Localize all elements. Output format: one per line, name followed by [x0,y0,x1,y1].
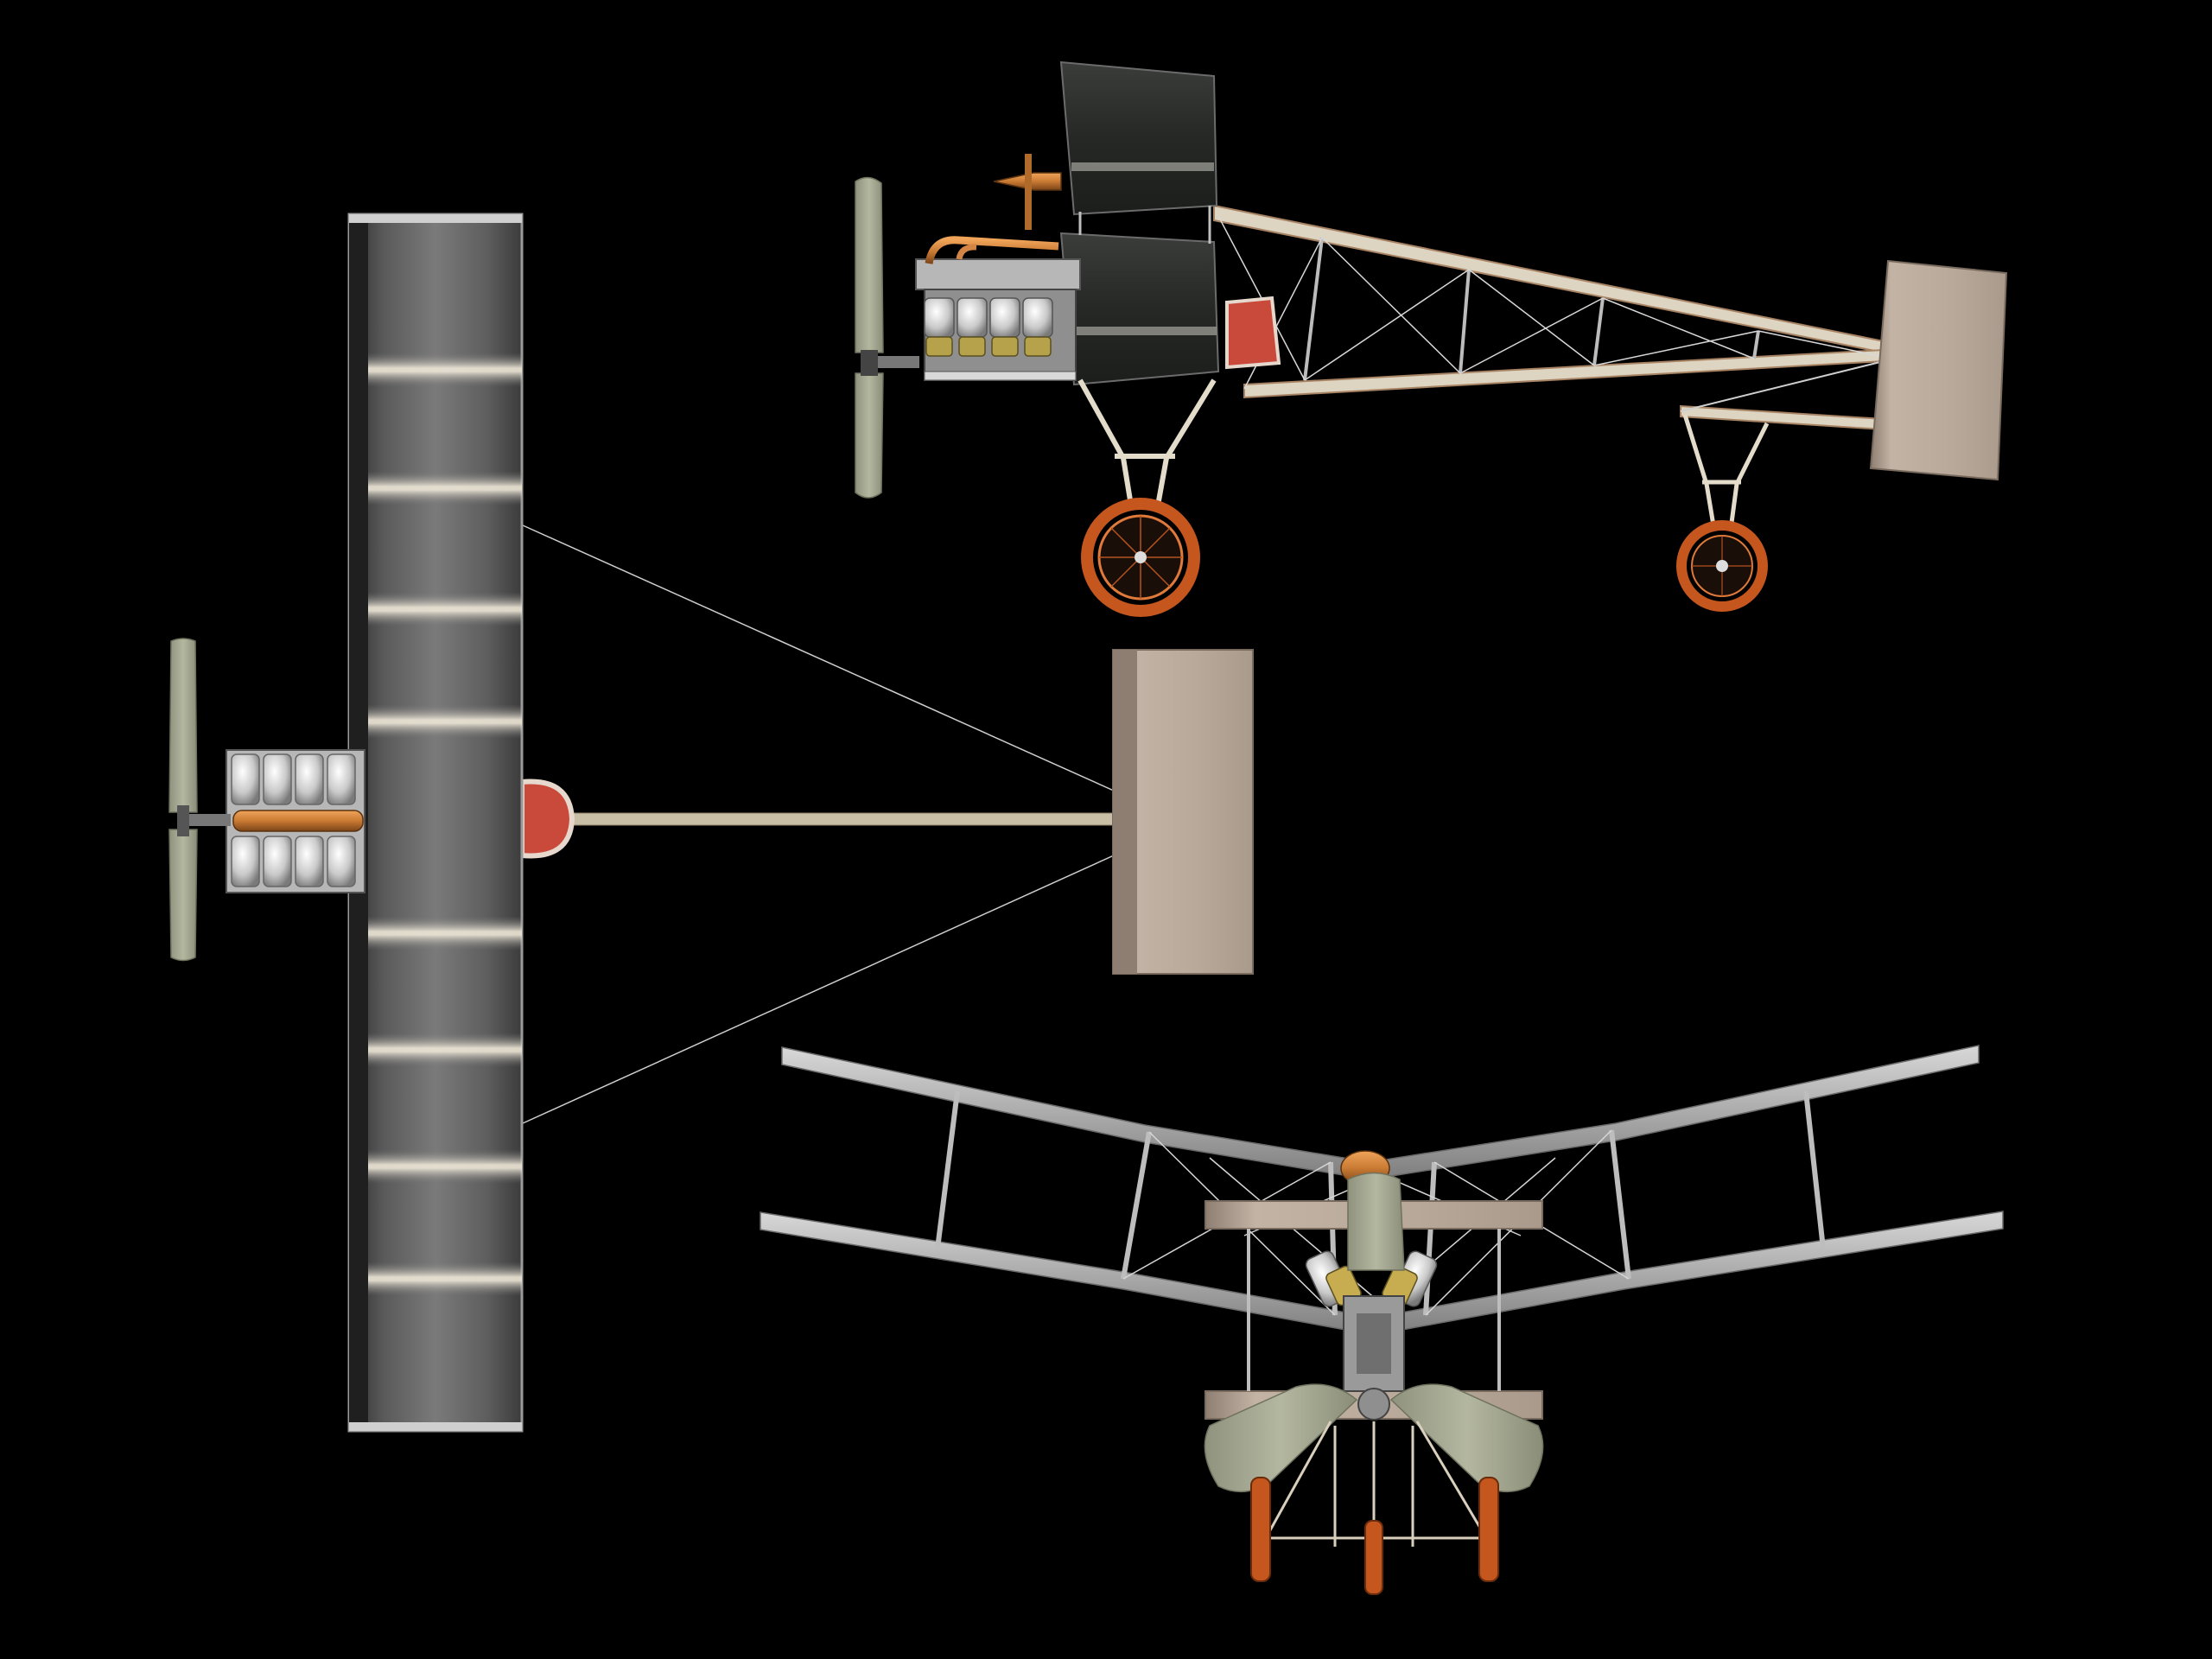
side-view-tail [1869,259,2008,481]
side-view-propeller [855,176,919,499]
side-view [855,60,2008,617]
top-view-bracing-wires [522,524,1124,1124]
top-view-wing-ribs [368,353,522,1296]
top-view-fuselage-boom [569,812,1141,826]
top-view [168,213,1254,1433]
front-view [760,1045,2004,1595]
top-view-propeller [168,638,231,962]
side-view-tail-wheel [1676,520,1768,612]
top-view-tail [1112,649,1254,975]
side-view-engine [915,236,1081,381]
side-view-seat [1225,296,1281,370]
front-view-propeller [1204,1172,1544,1493]
side-view-tail-landing-gear [1676,414,1770,612]
front-view-engine [1305,1150,1438,1392]
front-view-interplane-struts [935,1090,1826,1316]
front-view-wheels [1250,1477,1499,1595]
top-view-engine [226,749,365,893]
side-view-lower-wing [1059,232,1220,386]
side-view-front-wheel [1081,498,1200,617]
side-view-fuel-tank [993,154,1062,230]
side-view-fuselage-truss [1213,204,1885,431]
front-view-undercarriage [1250,1421,1499,1595]
top-view-seat [519,779,575,859]
side-view-upper-wing [1059,60,1218,216]
side-view-interplane-struts [1078,206,1211,244]
top-view-main-wing [347,213,524,1433]
side-view-main-landing-gear [1077,378,1217,617]
